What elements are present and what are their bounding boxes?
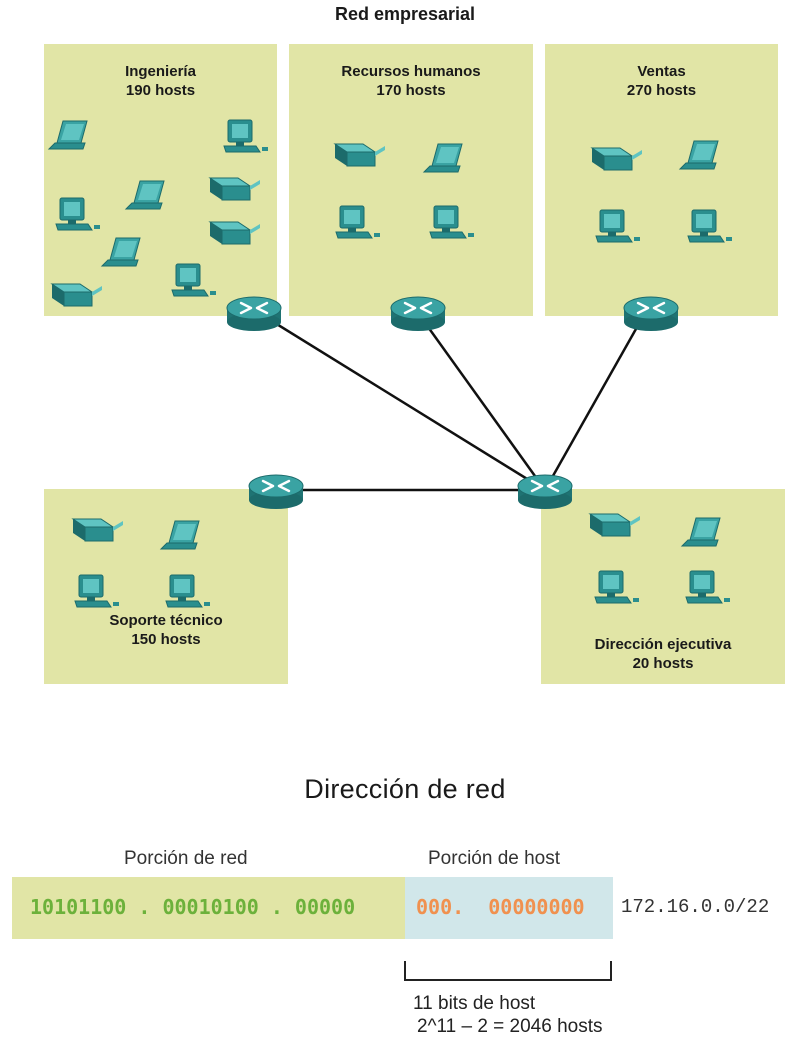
zone-hosts: 270 hosts [626, 82, 697, 99]
network-prefix: 172.16.0.0/22 [621, 896, 770, 918]
zone-name: Recursos humanos [341, 63, 481, 80]
router-icon [622, 295, 680, 333]
zone-ventas: Ventas 270 hosts [545, 44, 778, 316]
laptop-icon [681, 517, 721, 547]
zone-hosts: 170 hosts [376, 82, 446, 99]
host-count-formula: 2^11 – 2 = 2046 hosts [417, 1016, 603, 1037]
routers [225, 295, 680, 511]
zone-name: Ventas [637, 63, 686, 80]
switch-icon [589, 513, 641, 537]
desktop-icon [165, 574, 211, 608]
link-ingenieria-core [253, 308, 546, 492]
address-title: Dirección de red [304, 774, 506, 804]
router-icon [225, 295, 283, 333]
desktop-icon [55, 197, 101, 231]
host-portion-label: Porción de host [428, 848, 561, 869]
laptop-icon [679, 140, 719, 170]
zone-label: Dirección ejecutiva 20 hosts [541, 635, 785, 673]
devices-direccion-ejecutiva [589, 513, 731, 604]
network-diagram [48, 119, 733, 608]
switch-icon [591, 147, 643, 171]
router-icon [389, 295, 447, 333]
router-icon [247, 473, 305, 511]
devices-ingenieria [48, 119, 269, 307]
host-bits: 000. 00000000 [416, 895, 585, 919]
zone-label: Recursos humanos 170 hosts [289, 62, 533, 100]
desktop-icon [595, 209, 641, 243]
desktop-icon [685, 570, 731, 604]
laptop-icon [48, 120, 88, 150]
switch-icon [334, 143, 386, 167]
devices-soporte-tecnico [72, 518, 211, 608]
switch-icon [51, 283, 103, 307]
host-bits-bracket [404, 961, 612, 981]
devices-recursos-humanos [334, 143, 475, 239]
network-bits: 10101100 . 00010100 . 00000 [30, 895, 356, 919]
zone-direccion-ejecutiva: Dirección ejecutiva 20 hosts [541, 489, 785, 684]
devices-ventas [591, 140, 733, 243]
zone-hosts: 20 hosts [632, 655, 694, 672]
zone-name: Soporte técnico [109, 612, 223, 629]
zone-name: Ingeniería [125, 63, 196, 80]
host-portion-bar [405, 877, 613, 939]
laptop-icon [101, 237, 141, 267]
switch-icon [209, 177, 261, 201]
switch-icon [209, 221, 261, 245]
desktop-icon [335, 205, 381, 239]
zone-label: Soporte técnico 150 hosts [44, 611, 288, 649]
zone-name: Dirección ejecutiva [594, 636, 732, 653]
desktop-icon [223, 119, 269, 153]
desktop-icon [171, 263, 217, 297]
network-portion-bar [12, 877, 405, 939]
network-portion-label: Porción de red [124, 848, 248, 869]
zone-label: Ventas 270 hosts [545, 62, 778, 100]
link-ventas-core [543, 312, 647, 491]
link-rrhh-core [416, 312, 547, 491]
desktop-icon [74, 574, 120, 608]
desktop-icon [429, 205, 475, 239]
host-bits-count: 11 bits de host [413, 993, 536, 1014]
zone-hosts: 150 hosts [131, 631, 201, 648]
zone-recursos-humanos: Recursos humanos 170 hosts [289, 44, 533, 316]
laptop-icon [160, 520, 200, 550]
desktop-icon [687, 209, 733, 243]
laptop-icon [423, 143, 463, 173]
laptop-icon [125, 180, 165, 210]
zone-hosts: 190 hosts [125, 82, 196, 99]
diagram-title: Red empresarial [334, 4, 476, 24]
zone-label: Ingeniería 190 hosts [44, 62, 277, 100]
router-icon [516, 473, 574, 511]
network-links [253, 308, 647, 492]
desktop-icon [594, 570, 640, 604]
switch-icon [72, 518, 124, 542]
